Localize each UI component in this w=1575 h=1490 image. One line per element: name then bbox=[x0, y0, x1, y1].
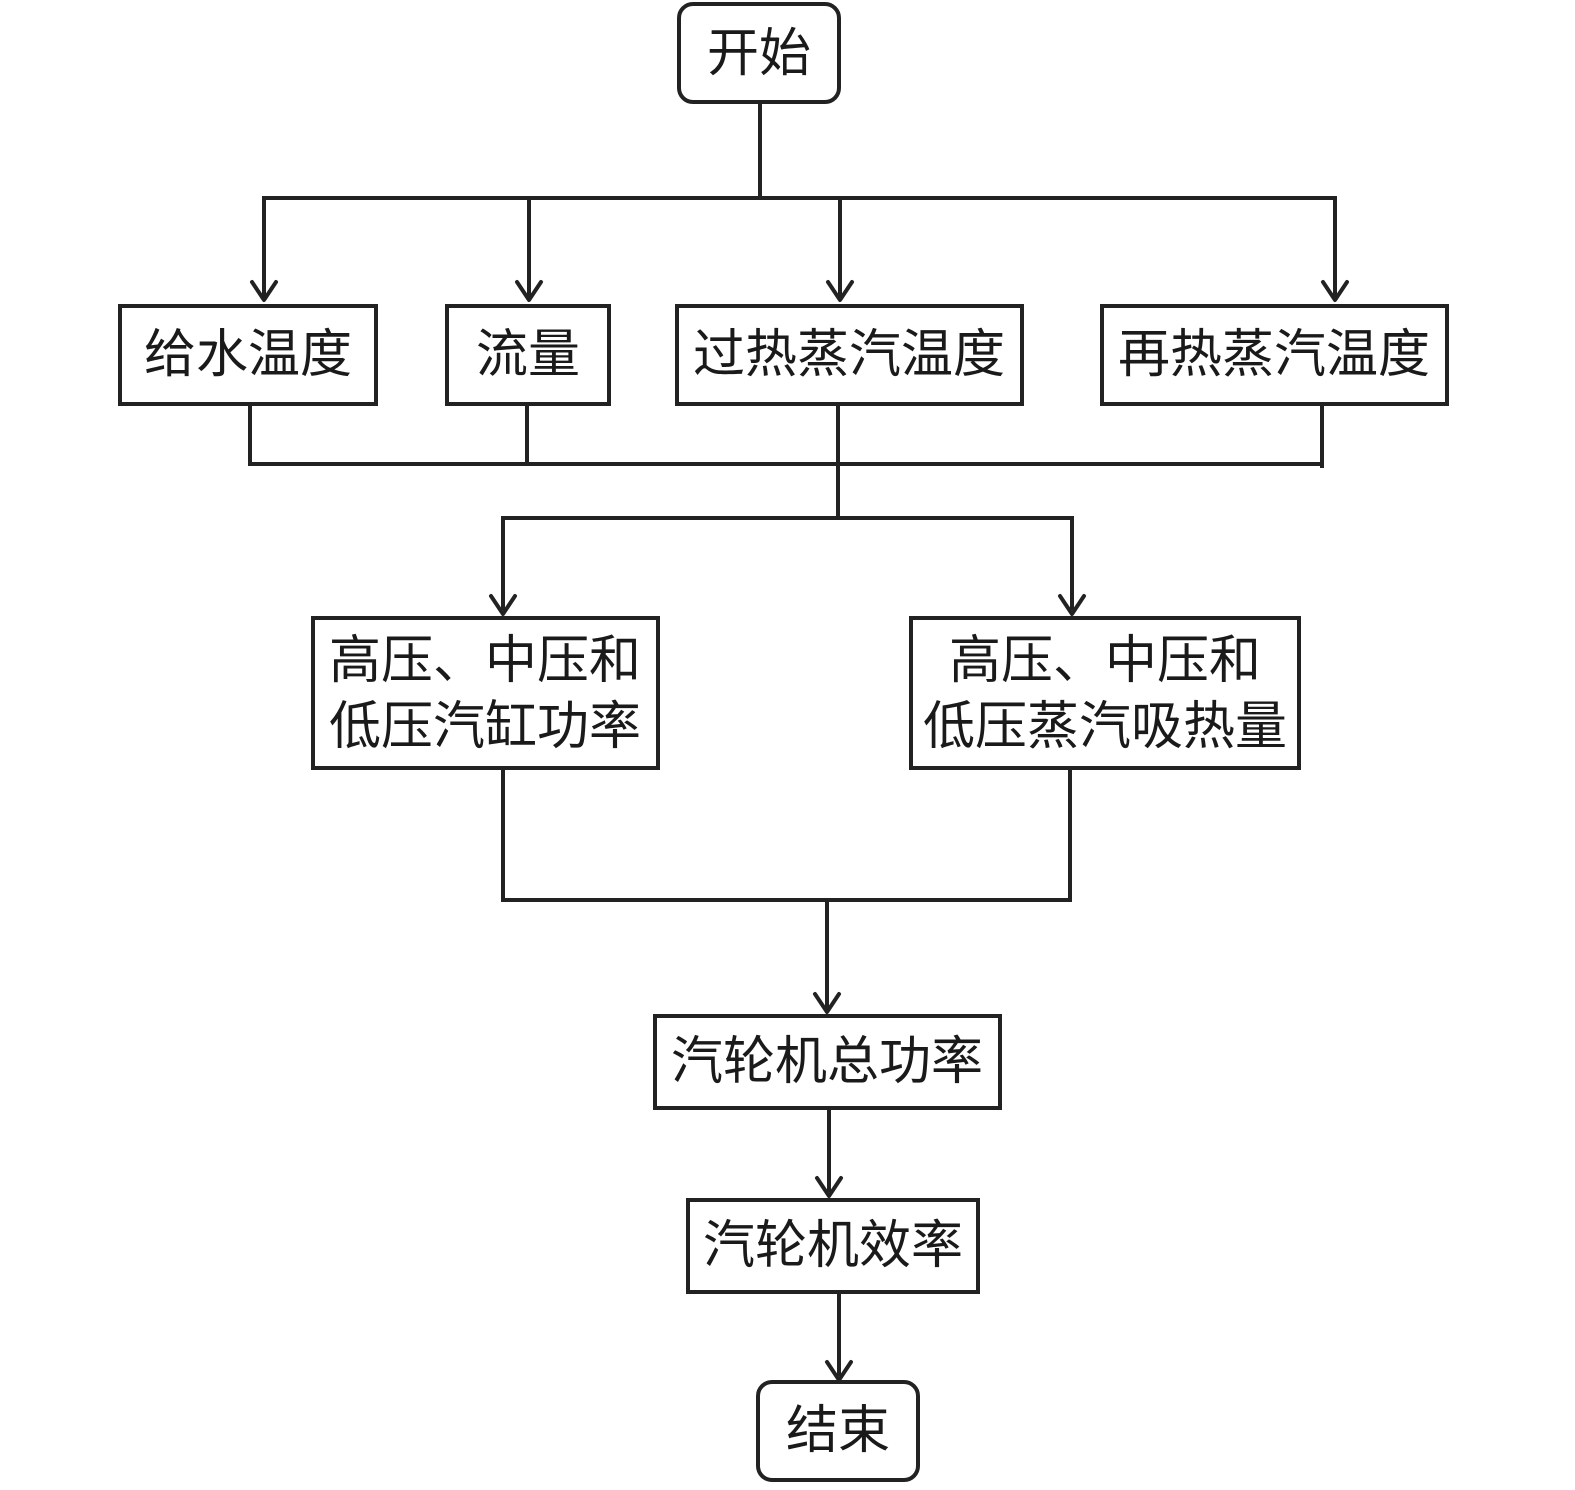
arrowhead-reheated-temp bbox=[1321, 280, 1349, 302]
end-terminal-box bbox=[756, 1380, 920, 1482]
superheated-steam-temp-label: 过热蒸汽温度 bbox=[693, 325, 1005, 385]
arrowhead-superheated-temp bbox=[826, 280, 854, 302]
node-start: 开始 bbox=[677, 2, 841, 104]
flow-box bbox=[445, 304, 611, 406]
cylinder-power-label-line-1: 高压、中压和 bbox=[329, 631, 641, 691]
superheated-steam-temp-box bbox=[675, 304, 1024, 406]
node-reheated-steam-temp: 再热蒸汽温度 bbox=[1100, 304, 1449, 406]
turbine-efficiency-label: 汽轮机效率 bbox=[703, 1216, 963, 1276]
reheated-steam-temp-label: 再热蒸汽温度 bbox=[1118, 325, 1430, 385]
feedwater-temp-label: 给水温度 bbox=[144, 325, 352, 385]
node-end: 结束 bbox=[756, 1380, 920, 1482]
node-feedwater-temp: 给水温度 bbox=[118, 304, 378, 406]
cylinder-power-box bbox=[311, 616, 660, 770]
node-steam-heat-absorption: 高压、中压和 低压蒸汽吸热量 bbox=[909, 616, 1301, 770]
arrowhead-heat-absorption bbox=[1058, 594, 1086, 616]
turbine-total-power-label: 汽轮机总功率 bbox=[671, 1032, 983, 1092]
arrowhead-total-power bbox=[813, 992, 841, 1014]
feedwater-temp-box bbox=[118, 304, 378, 406]
node-superheated-steam-temp: 过热蒸汽温度 bbox=[675, 304, 1024, 406]
start-terminal-box bbox=[677, 2, 841, 104]
steam-heat-absorption-label-line-1: 高压、中压和 bbox=[949, 631, 1261, 691]
start-label: 开始 bbox=[707, 24, 811, 84]
node-flow: 流量 bbox=[445, 304, 611, 406]
node-turbine-total-power: 汽轮机总功率 bbox=[653, 1014, 1002, 1110]
flow-label: 流量 bbox=[476, 325, 580, 385]
connectors bbox=[248, 100, 1337, 1376]
steam-heat-absorption-box bbox=[909, 616, 1301, 770]
arrowhead-efficiency bbox=[815, 1176, 843, 1198]
node-cylinder-power: 高压、中压和 低压汽缸功率 bbox=[311, 616, 660, 770]
turbine-efficiency-box bbox=[686, 1198, 980, 1294]
end-label: 结束 bbox=[786, 1401, 890, 1461]
arrowhead-cylinder-power bbox=[489, 594, 517, 616]
node-turbine-efficiency: 汽轮机效率 bbox=[686, 1198, 980, 1294]
turbine-total-power-box bbox=[653, 1014, 1002, 1110]
steam-heat-absorption-label-line-2: 低压蒸汽吸热量 bbox=[923, 697, 1287, 757]
cylinder-power-label-line-2: 低压汽缸功率 bbox=[329, 697, 641, 757]
arrowheads bbox=[250, 280, 1349, 1382]
arrowhead-flow bbox=[515, 280, 543, 302]
reheated-steam-temp-box bbox=[1100, 304, 1449, 406]
arrowhead-feedwater-temp bbox=[250, 280, 278, 302]
